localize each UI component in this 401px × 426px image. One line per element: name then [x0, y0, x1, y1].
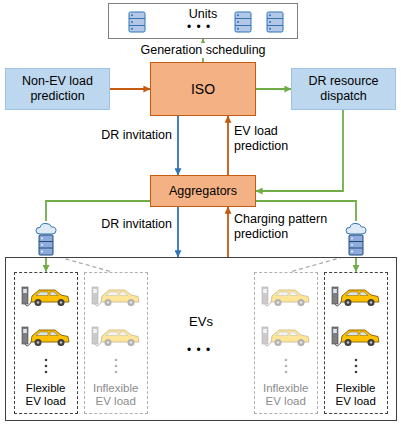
node-label: Flexible EV load — [327, 382, 385, 408]
aggregator-box: Aggregators — [150, 175, 256, 207]
iso-box: ISO — [150, 62, 256, 116]
inflexible-group: Inflexible EV load — [84, 272, 148, 414]
flow-arrow — [177, 116, 179, 175]
edge-label: DR invitation — [98, 217, 172, 232]
node-label: Aggregators — [169, 184, 237, 199]
edge-label: EV load prediction — [234, 124, 308, 154]
node-label: Non-EV load prediction — [10, 74, 105, 104]
node-label: EVs — [6, 314, 396, 329]
flow-arrow — [177, 207, 179, 257]
flexible-group: Flexible EV load — [324, 272, 388, 414]
inflexible-group: Inflexible EV load — [254, 272, 318, 414]
flow-arrow — [46, 201, 150, 272]
flow-arrow — [227, 207, 229, 257]
edge-label: Generation scheduling — [137, 43, 268, 58]
edge-label: Charging pattern prediction — [234, 212, 338, 242]
ellipsis-mark: • • • — [187, 343, 211, 357]
flexible-group: Flexible EV load — [14, 272, 78, 414]
node-label: DR resource dispatch — [296, 74, 391, 104]
flow-arrow — [227, 116, 229, 175]
process-box: DR resource dispatch — [291, 68, 396, 110]
node-label: Units — [189, 7, 217, 21]
node-label: Flexible EV load — [17, 382, 75, 408]
flow-arrow — [110, 88, 150, 90]
node-label: Inflexible EV load — [87, 382, 145, 408]
ellipsis-mark: • • • — [187, 20, 211, 34]
process-box: Non-EV load prediction — [5, 68, 110, 110]
flow-arrow — [256, 88, 291, 90]
node-label: Inflexible EV load — [257, 382, 315, 408]
edge-label: DR invitation — [98, 128, 172, 143]
ev-region: EVsFlexible EV load Inflexible EV load Inf… — [5, 257, 397, 421]
node-label: ISO — [191, 81, 215, 98]
